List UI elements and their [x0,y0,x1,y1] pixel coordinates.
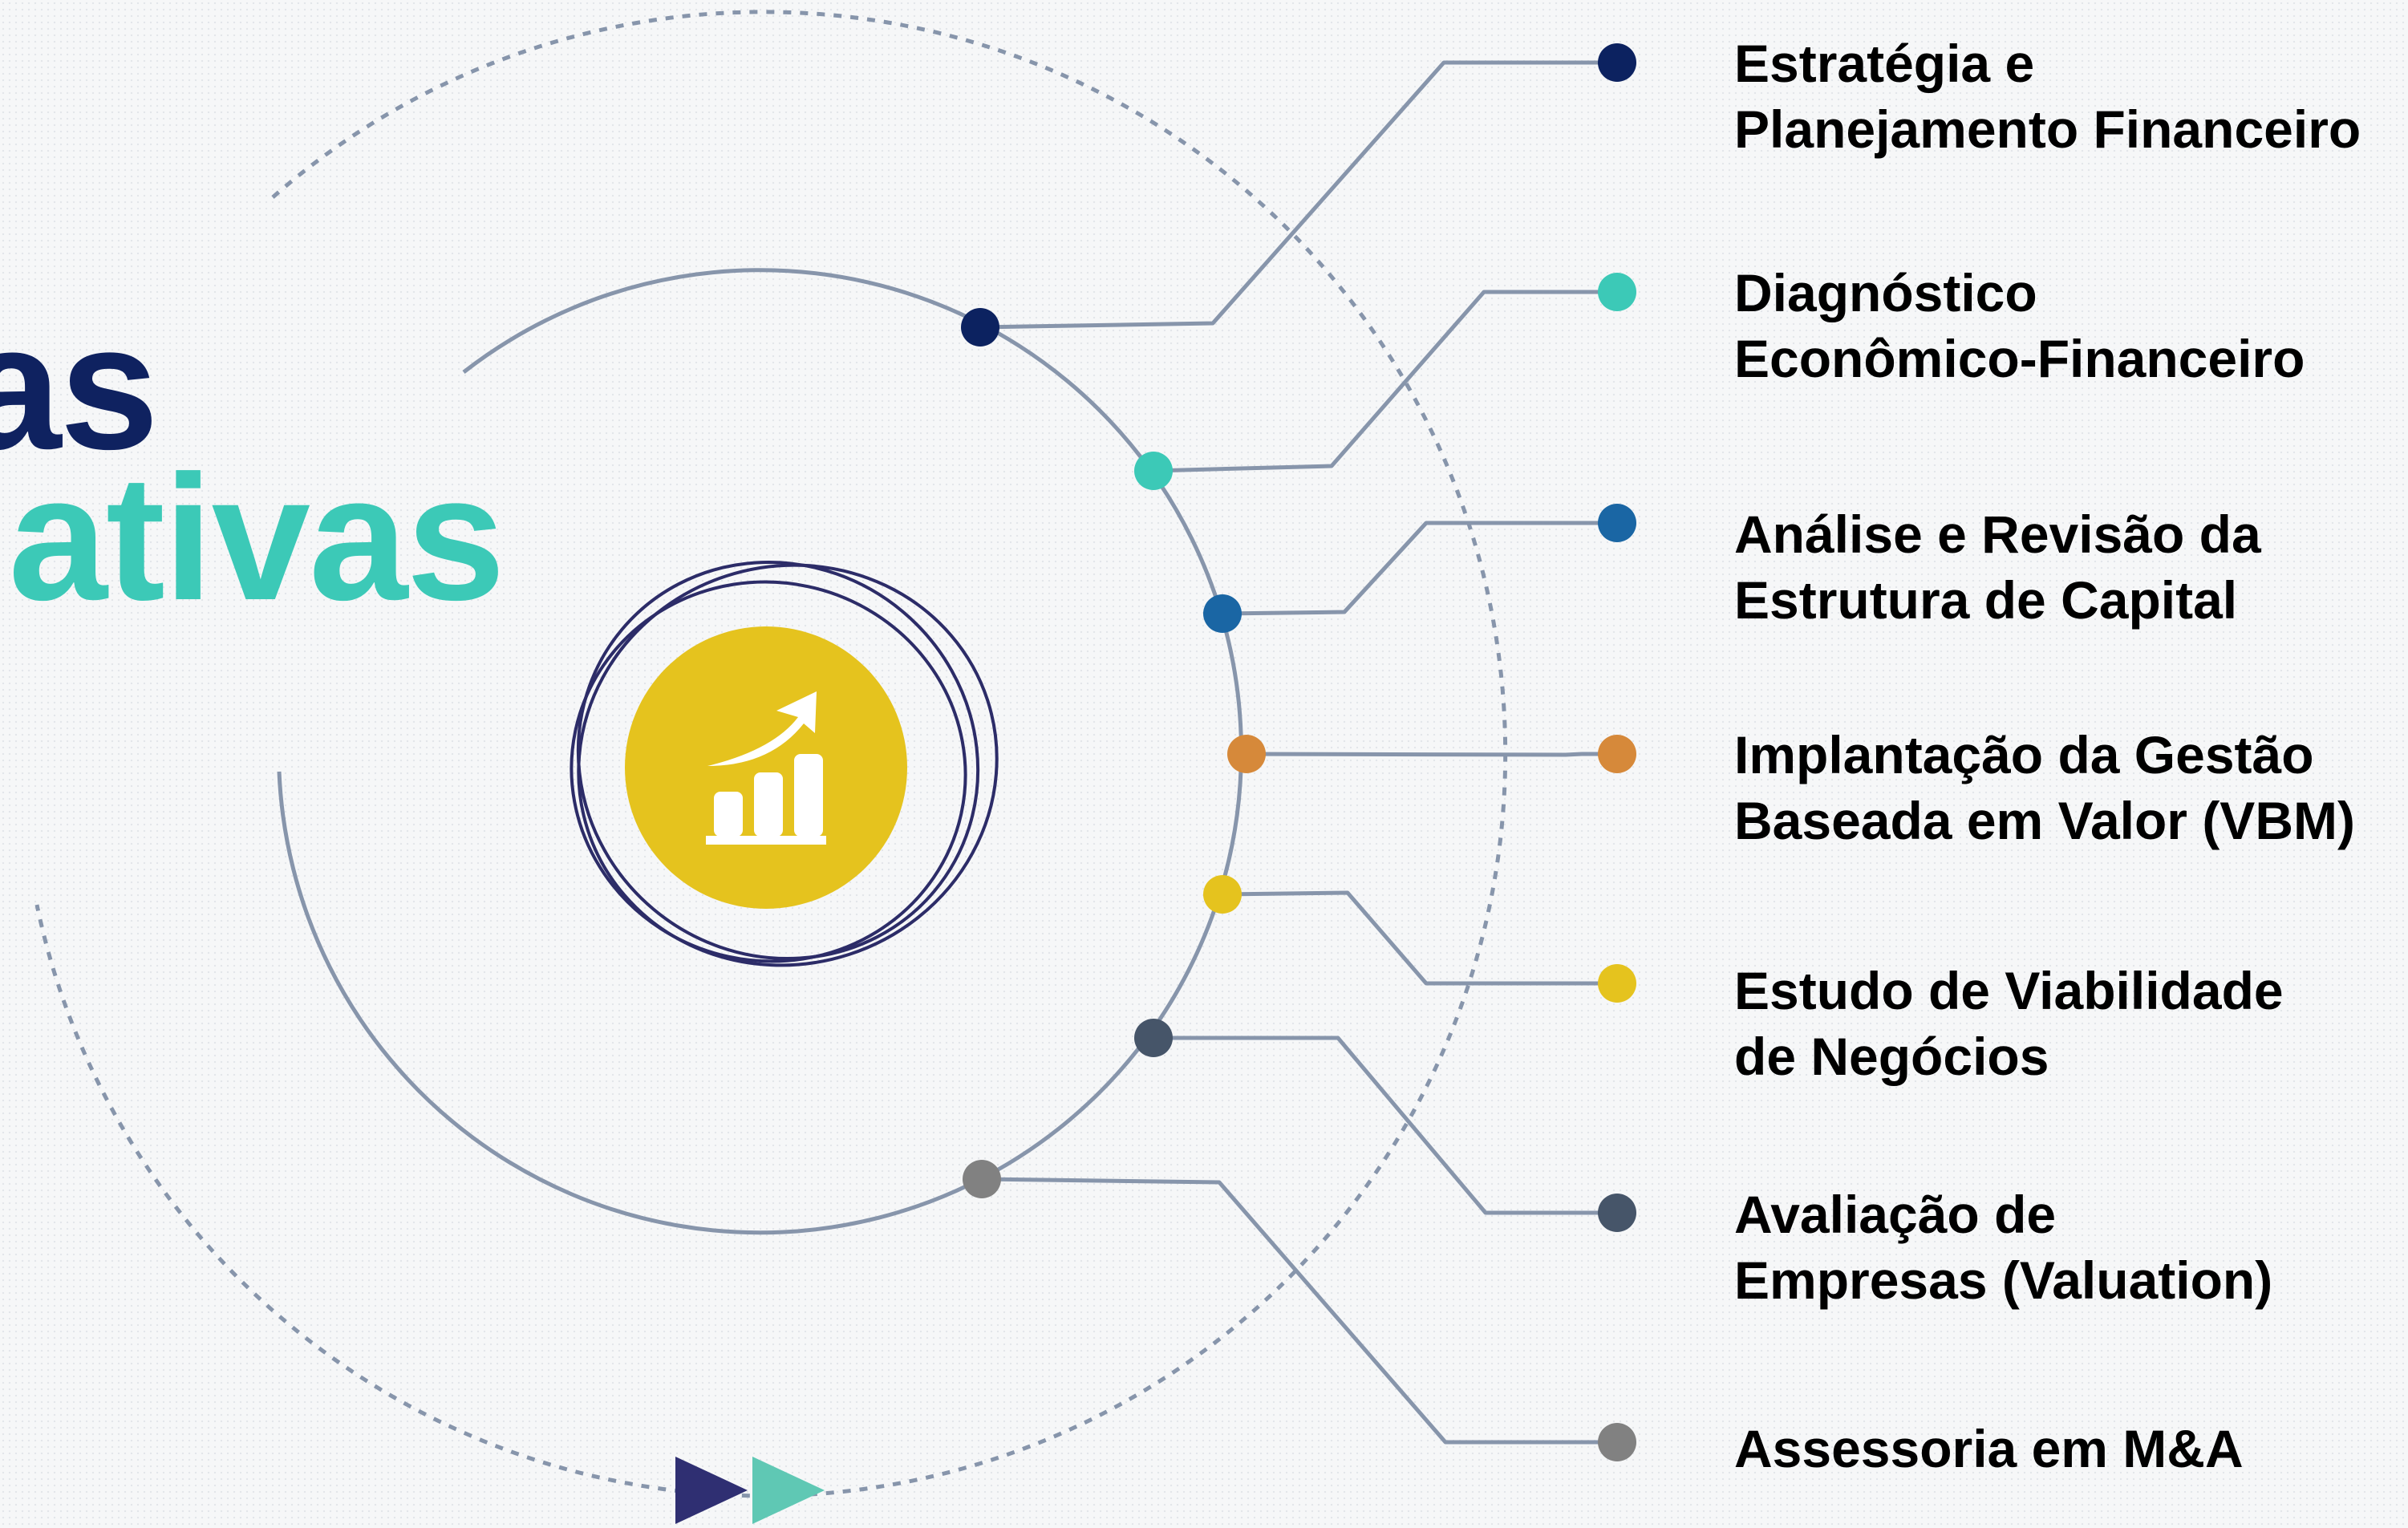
inner-orbit-arc [277,268,1243,1235]
orbit-nodes [961,43,1636,1461]
service-label-ma: Assessoria em M&A [1734,1416,2408,1481]
service-label-vbm: Implantação da Gestão Baseada em Valor (… [1734,722,2408,853]
connector-line [1153,1036,1599,1215]
connector-line [1222,521,1599,616]
service-marker-dot [1598,504,1636,542]
service-label-line: Estrutura de Capital [1734,570,2238,630]
page-title-line-2: ativas [8,439,505,638]
play-arrow-icon [752,1457,825,1524]
service-marker-dot [1598,735,1636,773]
connector-line [981,1177,1599,1445]
connector-line [1222,890,1599,986]
service-label-line: de Negócios [1734,1027,2049,1086]
service-label-capital-structure: Análise e Revisão da Estrutura de Capita… [1734,501,2408,633]
service-label-line: Implantação da Gestão [1734,725,2314,784]
service-label-line: Análise e Revisão da [1734,505,2261,564]
orbit-node-dot [1203,875,1242,914]
service-label-line: Assessoria em M&A [1734,1419,2244,1478]
service-marker-dot [1598,43,1636,82]
service-marker-dot [1598,273,1636,311]
service-label-line: Diagnóstico [1734,263,2037,322]
connector-line [1153,290,1599,473]
service-label-diagnosis: Diagnóstico Econômico-Financeiro [1734,260,2408,391]
orbit-node-dot [961,308,999,347]
connector-lines [979,60,1599,1445]
service-marker-dot [1598,964,1636,1003]
service-label-line: Estudo de Viabilidade [1734,961,2284,1020]
service-label-line: Baseada em Valor (VBM) [1734,791,2355,850]
service-label-line: Estratégia e [1734,34,2035,93]
service-label-line: Avaliação de [1734,1185,2057,1244]
service-label-line: Econômico-Financeiro [1734,329,2305,388]
page-title-line-1: as [0,288,159,487]
connector-line [979,60,1599,330]
service-label-strategy: Estratégia e Planejamento Financeiro [1734,30,2408,162]
service-label-feasibility: Estudo de Viabilidade de Negócios [1734,958,2408,1089]
connector-line [1246,752,1599,757]
orbit-node-dot [1134,1019,1173,1057]
orbit-node-dot [1134,452,1173,490]
orbit-node-dot [963,1160,1001,1198]
service-marker-dot [1598,1423,1636,1461]
play-arrow-icon [675,1457,748,1524]
outer-dashed-orbit [34,10,1508,1498]
service-label-line: Planejamento Financeiro [1734,99,2361,159]
service-marker-dot [1598,1194,1636,1232]
orbit-node-dot [1203,594,1242,633]
service-label-line: Empresas (Valuation) [1734,1250,2273,1310]
center-scribble [570,560,999,967]
service-label-valuation: Avaliação de Empresas (Valuation) [1734,1181,2408,1313]
growth-chart-icon [625,626,907,909]
orbit-node-dot [1227,735,1266,773]
